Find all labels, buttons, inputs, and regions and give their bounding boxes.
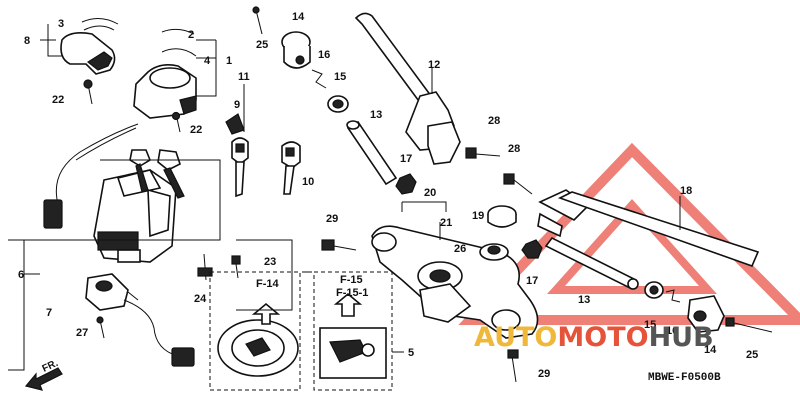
bolt-28b [503,173,533,195]
callout-21: 21 [440,217,452,229]
callout-28a: 28 [488,115,500,127]
front-arrow-icon [24,367,63,391]
collar-15a [327,95,349,113]
reference-f15-1: F-15-1 [336,287,368,299]
callout-25a: 25 [256,39,268,51]
watermark-auto: AUTO [474,322,557,353]
ignition-keys [129,149,185,199]
ignition-switch-body [93,169,177,263]
callout-15b: 15 [644,319,656,331]
callout-13b: 13 [578,294,590,306]
callout-16a: 16 [318,49,330,61]
callout-14a: 14 [292,11,305,23]
callout-27: 27 [76,327,88,339]
callout-17a: 17 [400,153,412,165]
pipe-13b [544,236,639,290]
callout-15a: 15 [334,71,346,83]
pipe-13a [346,120,398,186]
callout-29b: 29 [538,368,550,380]
callout-2: 2 [188,29,194,41]
screw-22b [171,111,181,133]
reference-f14: F-14 [256,278,280,290]
callout-1: 1 [226,55,232,67]
callout-23: 23 [264,256,276,268]
reference-box-f14 [209,271,301,391]
weight-14a [281,31,311,69]
cap-19 [487,205,517,228]
bolt-28a [465,147,501,159]
nut-26 [479,243,509,261]
callout-6: 6 [18,269,24,281]
callout-24: 24 [194,293,207,305]
callout-4: 4 [204,55,211,67]
callout-11: 11 [238,71,250,83]
callout-8: 8 [24,35,30,47]
handlebar-12 [354,12,461,165]
callout-7: 7 [46,307,52,319]
callout-10: 10 [302,176,314,188]
reference-box-f15 [313,271,393,391]
callout-29a: 29 [326,213,338,225]
callout-5: 5 [408,347,414,359]
callout-17b: 17 [526,275,538,287]
callout-19: 19 [472,210,484,222]
callout-3: 3 [58,18,64,30]
bolt-29a [321,239,357,251]
box-connector [302,271,404,353]
leader-20 [401,201,447,212]
nut-17b [521,239,543,259]
leader-1 [196,39,217,97]
weight-14b [687,295,725,333]
screw-7b [127,291,139,301]
bolt-23 [231,255,241,279]
ignition-cover-1 [133,64,197,119]
leader-8 [40,24,62,57]
clip-2 [161,28,195,35]
bolt-29b [507,349,519,383]
handlebar-18 [537,189,760,268]
callout-28b: 28 [508,143,520,155]
key-11 [231,137,249,198]
callout-22b: 22 [190,124,202,136]
key-blank-9 [225,113,245,135]
reference-f15: F-15 [340,274,363,286]
switch-7 [85,273,195,367]
callout-16b: 16 [666,325,678,337]
watermark-moto: MOTO [557,322,648,353]
screw-27 [96,316,105,339]
bolt-25a [252,6,263,35]
diagram-code: MBWE-F0500B [648,372,721,384]
wire-harness-upper [43,123,139,229]
collar-15b [644,281,664,299]
frame-lines [10,159,293,311]
watermark-hub: HUB [649,322,714,353]
callout-9: 9 [234,99,240,111]
key-10 [281,141,301,195]
bracket-6 [8,239,40,371]
bolt-25b [725,317,773,333]
clip-4 [161,48,197,57]
callout-18: 18 [680,185,692,197]
cap-3 [81,18,119,31]
watermark-triangle [458,142,800,325]
callout-14b: 14 [704,344,717,356]
callout-12: 12 [428,59,440,71]
spring-16a [311,69,327,89]
callout-13a: 13 [370,109,382,121]
callout-20: 20 [424,187,436,199]
cover-8 [60,32,116,75]
callout-26: 26 [454,243,466,255]
screw-24 [197,253,213,281]
watermark-text: AUTOMOTOHUB [474,322,714,353]
callout-22a: 22 [52,94,64,106]
callout-25b: 25 [746,349,758,361]
spring-16b [665,289,681,303]
nut-17a [395,173,417,195]
screw-22a [83,79,93,105]
